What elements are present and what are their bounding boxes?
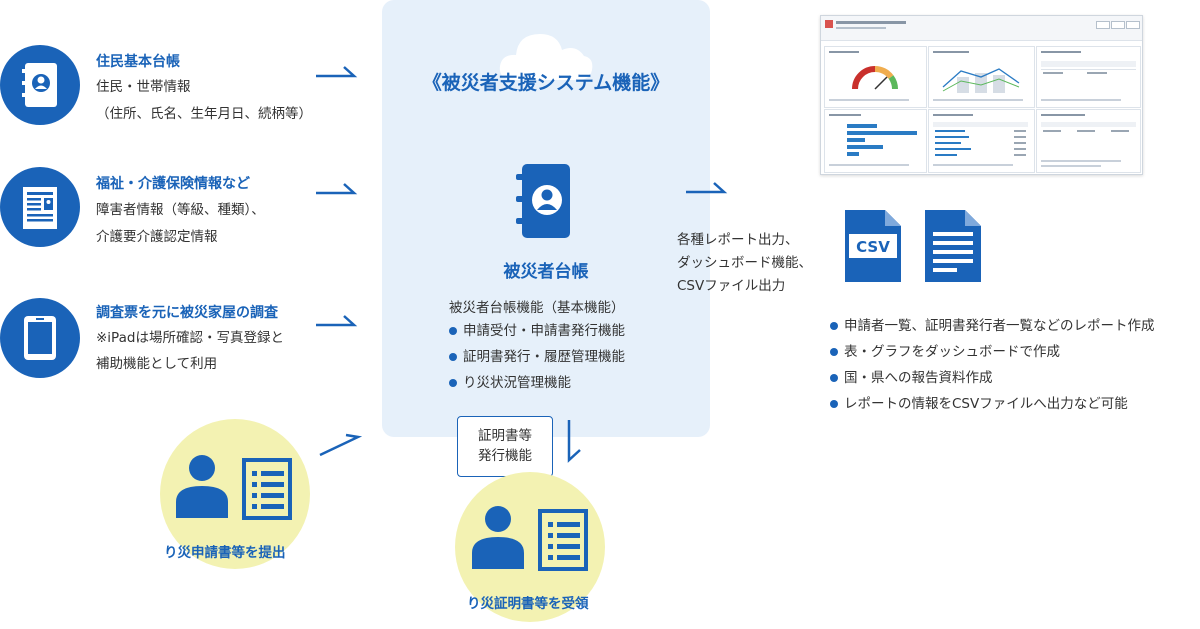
source-title-welfare: 福祉・介護保険情報など [96, 176, 250, 192]
report-line: ダッシュボード機能、 [677, 255, 812, 271]
source-line: ※iPadは場所確認・写真登録と [96, 330, 284, 346]
functions-heading: 被災者台帳機能（基本機能） [449, 300, 625, 316]
tablet-icon-circle [0, 298, 80, 378]
list-item: り災状況管理機能 [449, 370, 625, 396]
table-card [1036, 46, 1141, 108]
line-chart-icon [933, 51, 1023, 101]
source-line: 介護要介護認定情報 [96, 229, 218, 245]
summary-card [1036, 109, 1141, 173]
csv-label: CSV [856, 238, 890, 256]
list-item: レポートの情報をCSVファイルへ出力など可能 [830, 391, 1155, 417]
document-profile-icon-circle [0, 167, 80, 247]
source-line: 補助機能として利用 [96, 356, 218, 372]
arrow-right-icon [319, 433, 363, 457]
bar-chart-icon [829, 114, 917, 166]
address-book-icon-circle [0, 45, 80, 125]
arrow-right-icon [316, 315, 358, 327]
ledger-book-icon [516, 164, 570, 238]
address-book-icon [22, 63, 57, 107]
arrow-down-icon [567, 420, 581, 463]
tablet-icon [24, 316, 56, 360]
person-form-icon [176, 455, 292, 520]
dashboard-screenshot [820, 15, 1143, 175]
source-line: （住所、氏名、生年月日、続柄等） [96, 106, 312, 122]
line-chart-card [928, 46, 1035, 108]
table-icon [1041, 51, 1136, 101]
document-profile-icon [23, 187, 57, 229]
cloud-title: 《被災者支援システム機能》 [422, 72, 670, 94]
source-title-resident: 住民基本台帳 [96, 54, 180, 70]
certificate-function-box: 証明書等 発行機能 [457, 416, 553, 477]
gauge-card [824, 46, 927, 108]
report-line: CSVファイル出力 [677, 278, 786, 294]
document-icon [925, 210, 981, 282]
report-list-card [928, 109, 1035, 173]
certificate-box-line: 発行機能 [478, 448, 532, 464]
report-line: 各種レポート出力、 [677, 232, 799, 248]
gauge-chart-icon [829, 51, 909, 101]
list-item: 証明書発行・履歴管理機能 [449, 344, 625, 370]
source-line: 住民・世帯情報 [96, 79, 191, 95]
ledger-label: 被災者台帳 [503, 262, 589, 282]
list-item: 申請受付・申請書発行機能 [449, 318, 625, 344]
dashboard-header [821, 16, 1142, 41]
functions-list: 申請受付・申請書発行機能 証明書発行・履歴管理機能 り災状況管理機能 [449, 318, 625, 396]
certificate-box-line: 証明書等 [478, 428, 532, 444]
list-item: 申請者一覧、証明書発行者一覧などのレポート作成 [830, 313, 1155, 339]
bar-chart-card [824, 109, 927, 173]
summary-table-icon [1041, 114, 1136, 167]
recipient-label: り災証明書等を受領 [467, 596, 589, 612]
source-line: 障害者情報（等級、種類）、 [96, 202, 265, 218]
source-title-survey: 調査票を元に被災家屋の調査 [96, 305, 278, 321]
arrow-right-icon [316, 183, 358, 195]
report-features-list: 申請者一覧、証明書発行者一覧などのレポート作成 表・グラフをダッシュボードで作成… [830, 313, 1155, 417]
list-item: 表・グラフをダッシュボードで作成 [830, 339, 1155, 365]
list-item: 国・県への報告資料作成 [830, 365, 1155, 391]
list-icon [933, 114, 1028, 166]
arrow-right-icon [686, 182, 728, 194]
csv-file-icon [845, 210, 901, 282]
arrow-right-icon [316, 66, 358, 78]
cloud-icon [499, 34, 593, 80]
applicant-label: り災申請書等を提出 [164, 545, 286, 561]
dashboard-logo-icon [825, 20, 833, 28]
person-form-icon [472, 506, 588, 571]
